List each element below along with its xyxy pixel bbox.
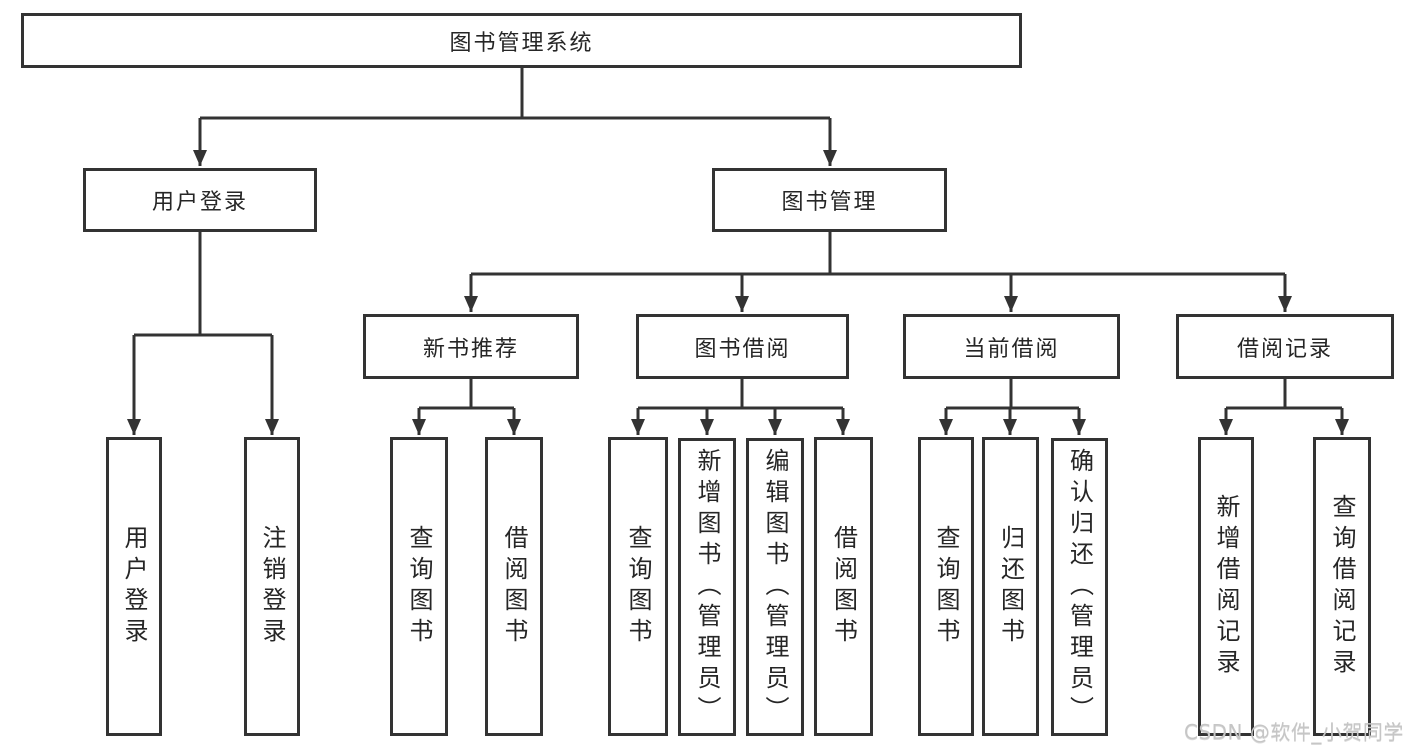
node-book-borrow-label: 图书借阅	[694, 336, 791, 362]
node-current-borrow-label: 当前借阅	[963, 336, 1060, 362]
leaf-add-book-label: 新增图书（管理员）	[693, 447, 721, 727]
leaf-user-login-label: 用户登录	[120, 524, 148, 649]
leaf-logout-label: 注销登录	[258, 524, 286, 649]
node-borrow-record-label: 借阅记录	[1236, 336, 1333, 362]
leaf-query-book-current: 查询图书	[918, 437, 974, 736]
csdn-watermark: CSDN @软件_小贺同学	[1184, 720, 1404, 744]
node-new-book-rec: 新书推荐	[363, 314, 579, 379]
leaf-borrow-book-rec: 借阅图书	[485, 437, 543, 736]
level1-connectors	[193, 68, 837, 166]
leaf-query-book-rec: 查询图书	[390, 437, 448, 736]
node-root: 图书管理系统	[21, 13, 1022, 68]
node-book-mgmt-label: 图书管理	[781, 190, 878, 215]
leaf-confirm-return: 确认归还（管理员）	[1051, 438, 1108, 736]
node-new-book-rec-label: 新书推荐	[422, 336, 519, 362]
node-book-mgmt: 图书管理	[712, 168, 947, 232]
leaf-user-login: 用户登录	[106, 437, 162, 736]
node-borrow-record: 借阅记录	[1176, 314, 1394, 379]
current-borrow-connectors	[939, 379, 1086, 435]
node-user-login: 用户登录	[83, 168, 317, 232]
leaf-borrow-book-rec-label: 借阅图书	[500, 524, 528, 649]
leaf-query-book-current-label: 查询图书	[932, 524, 960, 649]
leaf-logout: 注销登录	[244, 437, 300, 736]
leaf-edit-book: 编辑图书（管理员）	[746, 438, 804, 736]
leaf-query-borrow-record: 查询借阅记录	[1313, 437, 1371, 736]
node-root-label: 图书管理系统	[449, 30, 594, 56]
new-book-rec-connectors	[412, 379, 521, 435]
leaf-return-book-label: 归还图书	[996, 524, 1025, 649]
leaf-return-book: 归还图书	[982, 437, 1039, 736]
borrow-record-connectors	[1219, 379, 1349, 435]
leaf-add-borrow-record: 新增借阅记录	[1198, 437, 1254, 736]
leaf-query-book-borrow: 查询图书	[608, 437, 668, 736]
node-book-borrow: 图书借阅	[636, 314, 849, 379]
leaf-query-borrow-record-label: 查询借阅记录	[1328, 493, 1356, 680]
leaf-confirm-return-label: 确认归还（管理员）	[1065, 447, 1094, 727]
leaf-borrow-book-borrow-label: 借阅图书	[829, 524, 858, 649]
leaf-add-borrow-record-label: 新增借阅记录	[1212, 493, 1240, 680]
leaf-borrow-book-borrow: 借阅图书	[814, 437, 873, 736]
node-user-login-label: 用户登录	[151, 190, 248, 215]
leaf-edit-book-label: 编辑图书（管理员）	[761, 447, 789, 727]
level2-connectors	[464, 232, 1292, 312]
node-current-borrow: 当前借阅	[903, 314, 1120, 379]
leaf-query-book-borrow-label: 查询图书	[624, 524, 652, 649]
book-borrow-connectors	[631, 379, 850, 435]
leaf-add-book: 新增图书（管理员）	[678, 438, 736, 736]
leaf-query-book-rec-label: 查询图书	[405, 524, 433, 649]
user-login-connectors	[127, 232, 279, 435]
